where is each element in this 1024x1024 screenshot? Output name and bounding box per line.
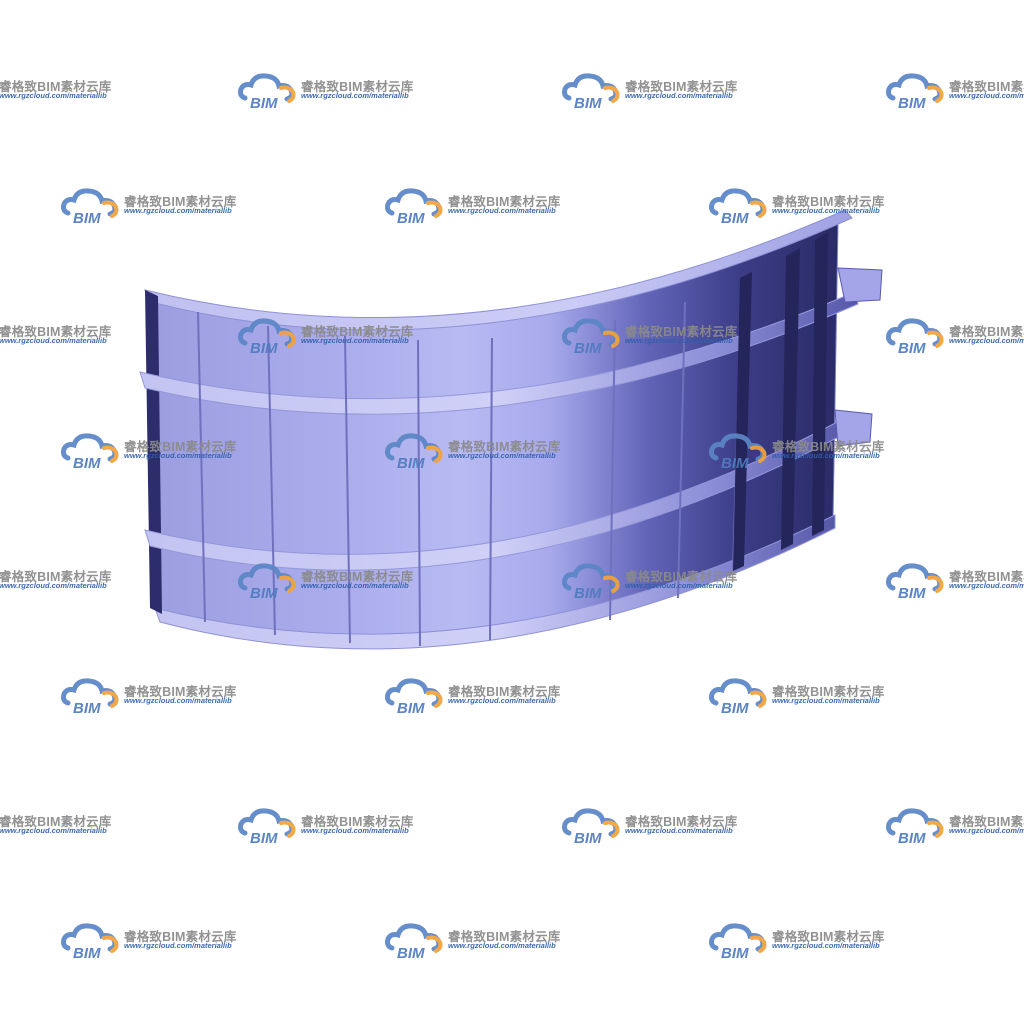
bracket-tab-lower (834, 409, 873, 447)
formwork-face (154, 221, 839, 637)
rib-upper (139, 291, 859, 415)
bottom-flange (154, 514, 836, 650)
top-flange (143, 209, 853, 331)
stiffener-shadows (733, 232, 828, 571)
bracket-tab-upper (837, 267, 883, 303)
